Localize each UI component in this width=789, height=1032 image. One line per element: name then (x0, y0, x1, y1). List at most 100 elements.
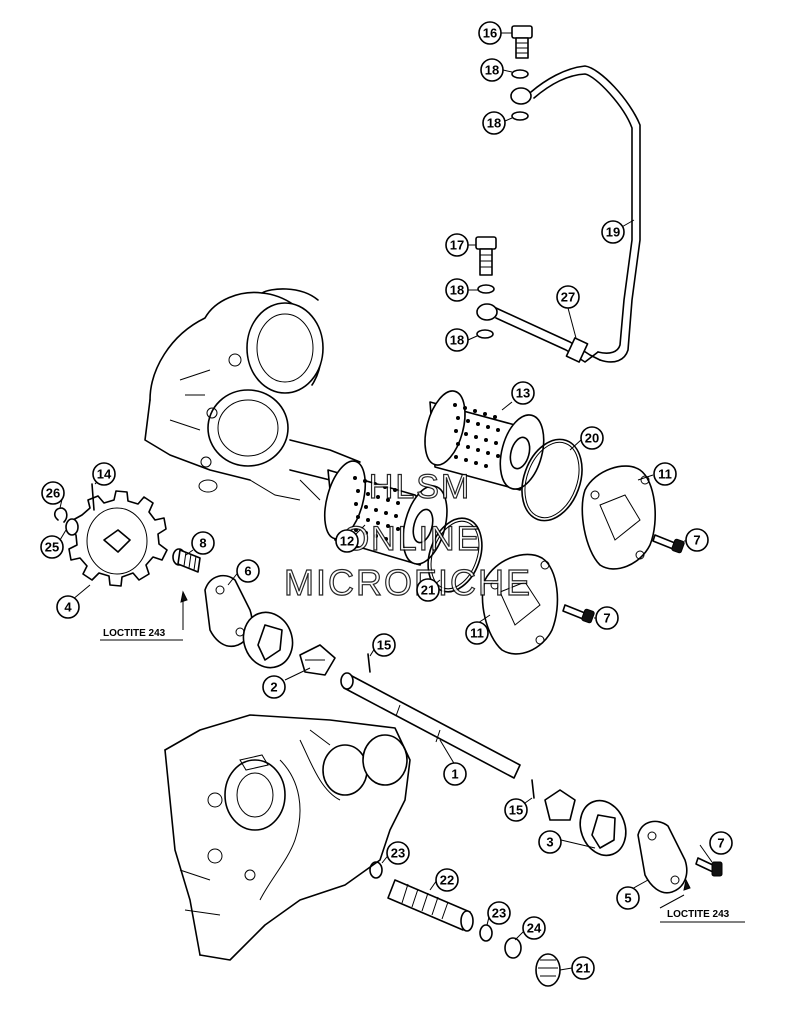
loctite-note-left: LOCTITE 243 (100, 628, 183, 641)
callout-25: 25 (40, 535, 64, 559)
callout-label: 18 (450, 283, 464, 298)
callout-group: 16 18 18 19 17 18 27 18 13 20 11 7 14 26… (40, 21, 733, 980)
callout-label: 18 (485, 63, 499, 78)
filter-cover-lower (481, 553, 559, 655)
o-ring-21 (427, 517, 483, 593)
watermark: HLSM ONLINE MICROFICHE (283, 467, 532, 603)
callout-7: 7 (709, 831, 733, 855)
callout-3: 3 (538, 830, 562, 854)
pump-rotor-3 (544, 789, 627, 857)
callout-label: 21 (576, 961, 590, 976)
callout-label: 22 (440, 873, 454, 888)
upper-crankcase-housing (144, 288, 361, 501)
callout-label: 2 (270, 680, 277, 695)
callout-label: 17 (450, 238, 464, 253)
screw-7-upper (652, 534, 685, 554)
callout-21: 21 (416, 578, 440, 602)
callout-8: 8 (191, 531, 215, 555)
bolt-8 (172, 548, 201, 603)
filter-cover-upper (581, 465, 656, 570)
callout-label: 4 (64, 600, 72, 615)
callout-14: 14 (92, 462, 116, 486)
pin-14 (91, 483, 95, 511)
pin-15-upper (367, 653, 371, 673)
loctite-label-right: LOCTITE 243 (667, 909, 730, 920)
callout-19: 19 (601, 220, 625, 244)
callout-5: 5 (616, 886, 640, 910)
pump-rotor-2 (242, 611, 336, 676)
callout-11: 11 (653, 462, 677, 486)
callout-22: 22 (435, 868, 459, 892)
bypass-valve-22 (387, 879, 474, 932)
callout-16: 16 (478, 21, 502, 45)
circlip-26 (53, 507, 68, 523)
callout-label: 3 (546, 835, 553, 850)
callout-12: 12 (335, 529, 359, 553)
callout-label: 7 (603, 611, 610, 626)
callout-label: 18 (450, 333, 464, 348)
callout-label: 21 (421, 583, 435, 598)
pump-shaft-1 (340, 672, 521, 779)
callout-20: 20 (580, 426, 604, 450)
callout-4: 4 (56, 595, 80, 619)
callout-label: 15 (377, 638, 391, 653)
plug-21 (535, 953, 561, 987)
callout-18: 18 (445, 278, 469, 302)
watermark-line-2: ONLINE (343, 520, 482, 558)
callout-label: 11 (658, 467, 672, 482)
callout-13: 13 (511, 381, 535, 405)
loctite-label-left: LOCTITE 243 (103, 628, 166, 639)
lower-crankcase-housing (164, 714, 411, 961)
pump-cover-5 (637, 820, 688, 894)
callout-11: 11 (465, 621, 489, 645)
callout-label: 8 (199, 536, 206, 551)
callout-label: 26 (46, 486, 60, 501)
screw-7-lower (683, 857, 723, 891)
callout-label: 7 (693, 533, 700, 548)
callout-18: 18 (480, 58, 504, 82)
callout-label: 18 (487, 116, 501, 131)
callout-15: 15 (372, 633, 396, 657)
o-ring-23-upper (369, 861, 383, 879)
callout-17: 17 (445, 233, 469, 257)
callout-label: 25 (45, 540, 59, 555)
callout-label: 13 (516, 386, 530, 401)
callout-label: 6 (244, 564, 251, 579)
callout-label: 5 (624, 891, 631, 906)
oil-line-assembly (475, 25, 641, 363)
callout-21: 21 (571, 956, 595, 980)
callout-18: 18 (445, 328, 469, 352)
callout-15: 15 (504, 798, 528, 822)
callout-6: 6 (236, 559, 260, 583)
watermark-line-1: HLSM (369, 468, 471, 506)
callout-label: 19 (606, 225, 620, 240)
callout-label: 27 (561, 290, 575, 305)
o-ring-20 (521, 438, 583, 522)
callout-label: 14 (97, 467, 112, 482)
oil-pump-gear-4 (67, 490, 168, 587)
callout-18: 18 (482, 111, 506, 135)
screw-7-middle (562, 604, 595, 624)
callout-label: 12 (340, 534, 354, 549)
callout-26: 26 (41, 481, 65, 505)
callout-24: 24 (522, 916, 546, 940)
washer-25 (65, 518, 79, 536)
callout-23: 23 (487, 901, 511, 925)
callout-label: 11 (470, 626, 484, 641)
callout-label: 1 (451, 767, 458, 782)
o-ring-23-lower (479, 924, 493, 942)
callout-2: 2 (262, 675, 286, 699)
pin-15-lower (531, 779, 535, 799)
callout-27: 27 (556, 285, 580, 309)
callout-1: 1 (443, 762, 467, 786)
callout-label: 23 (391, 846, 405, 861)
callout-7: 7 (685, 528, 709, 552)
oil-filter-13 (424, 390, 545, 491)
callout-23: 23 (386, 841, 410, 865)
callout-label: 15 (509, 803, 523, 818)
callout-label: 7 (717, 836, 724, 851)
callout-label: 20 (585, 431, 599, 446)
callout-label: 16 (483, 26, 497, 41)
watermark-line-3: MICROFICHE (284, 562, 532, 603)
